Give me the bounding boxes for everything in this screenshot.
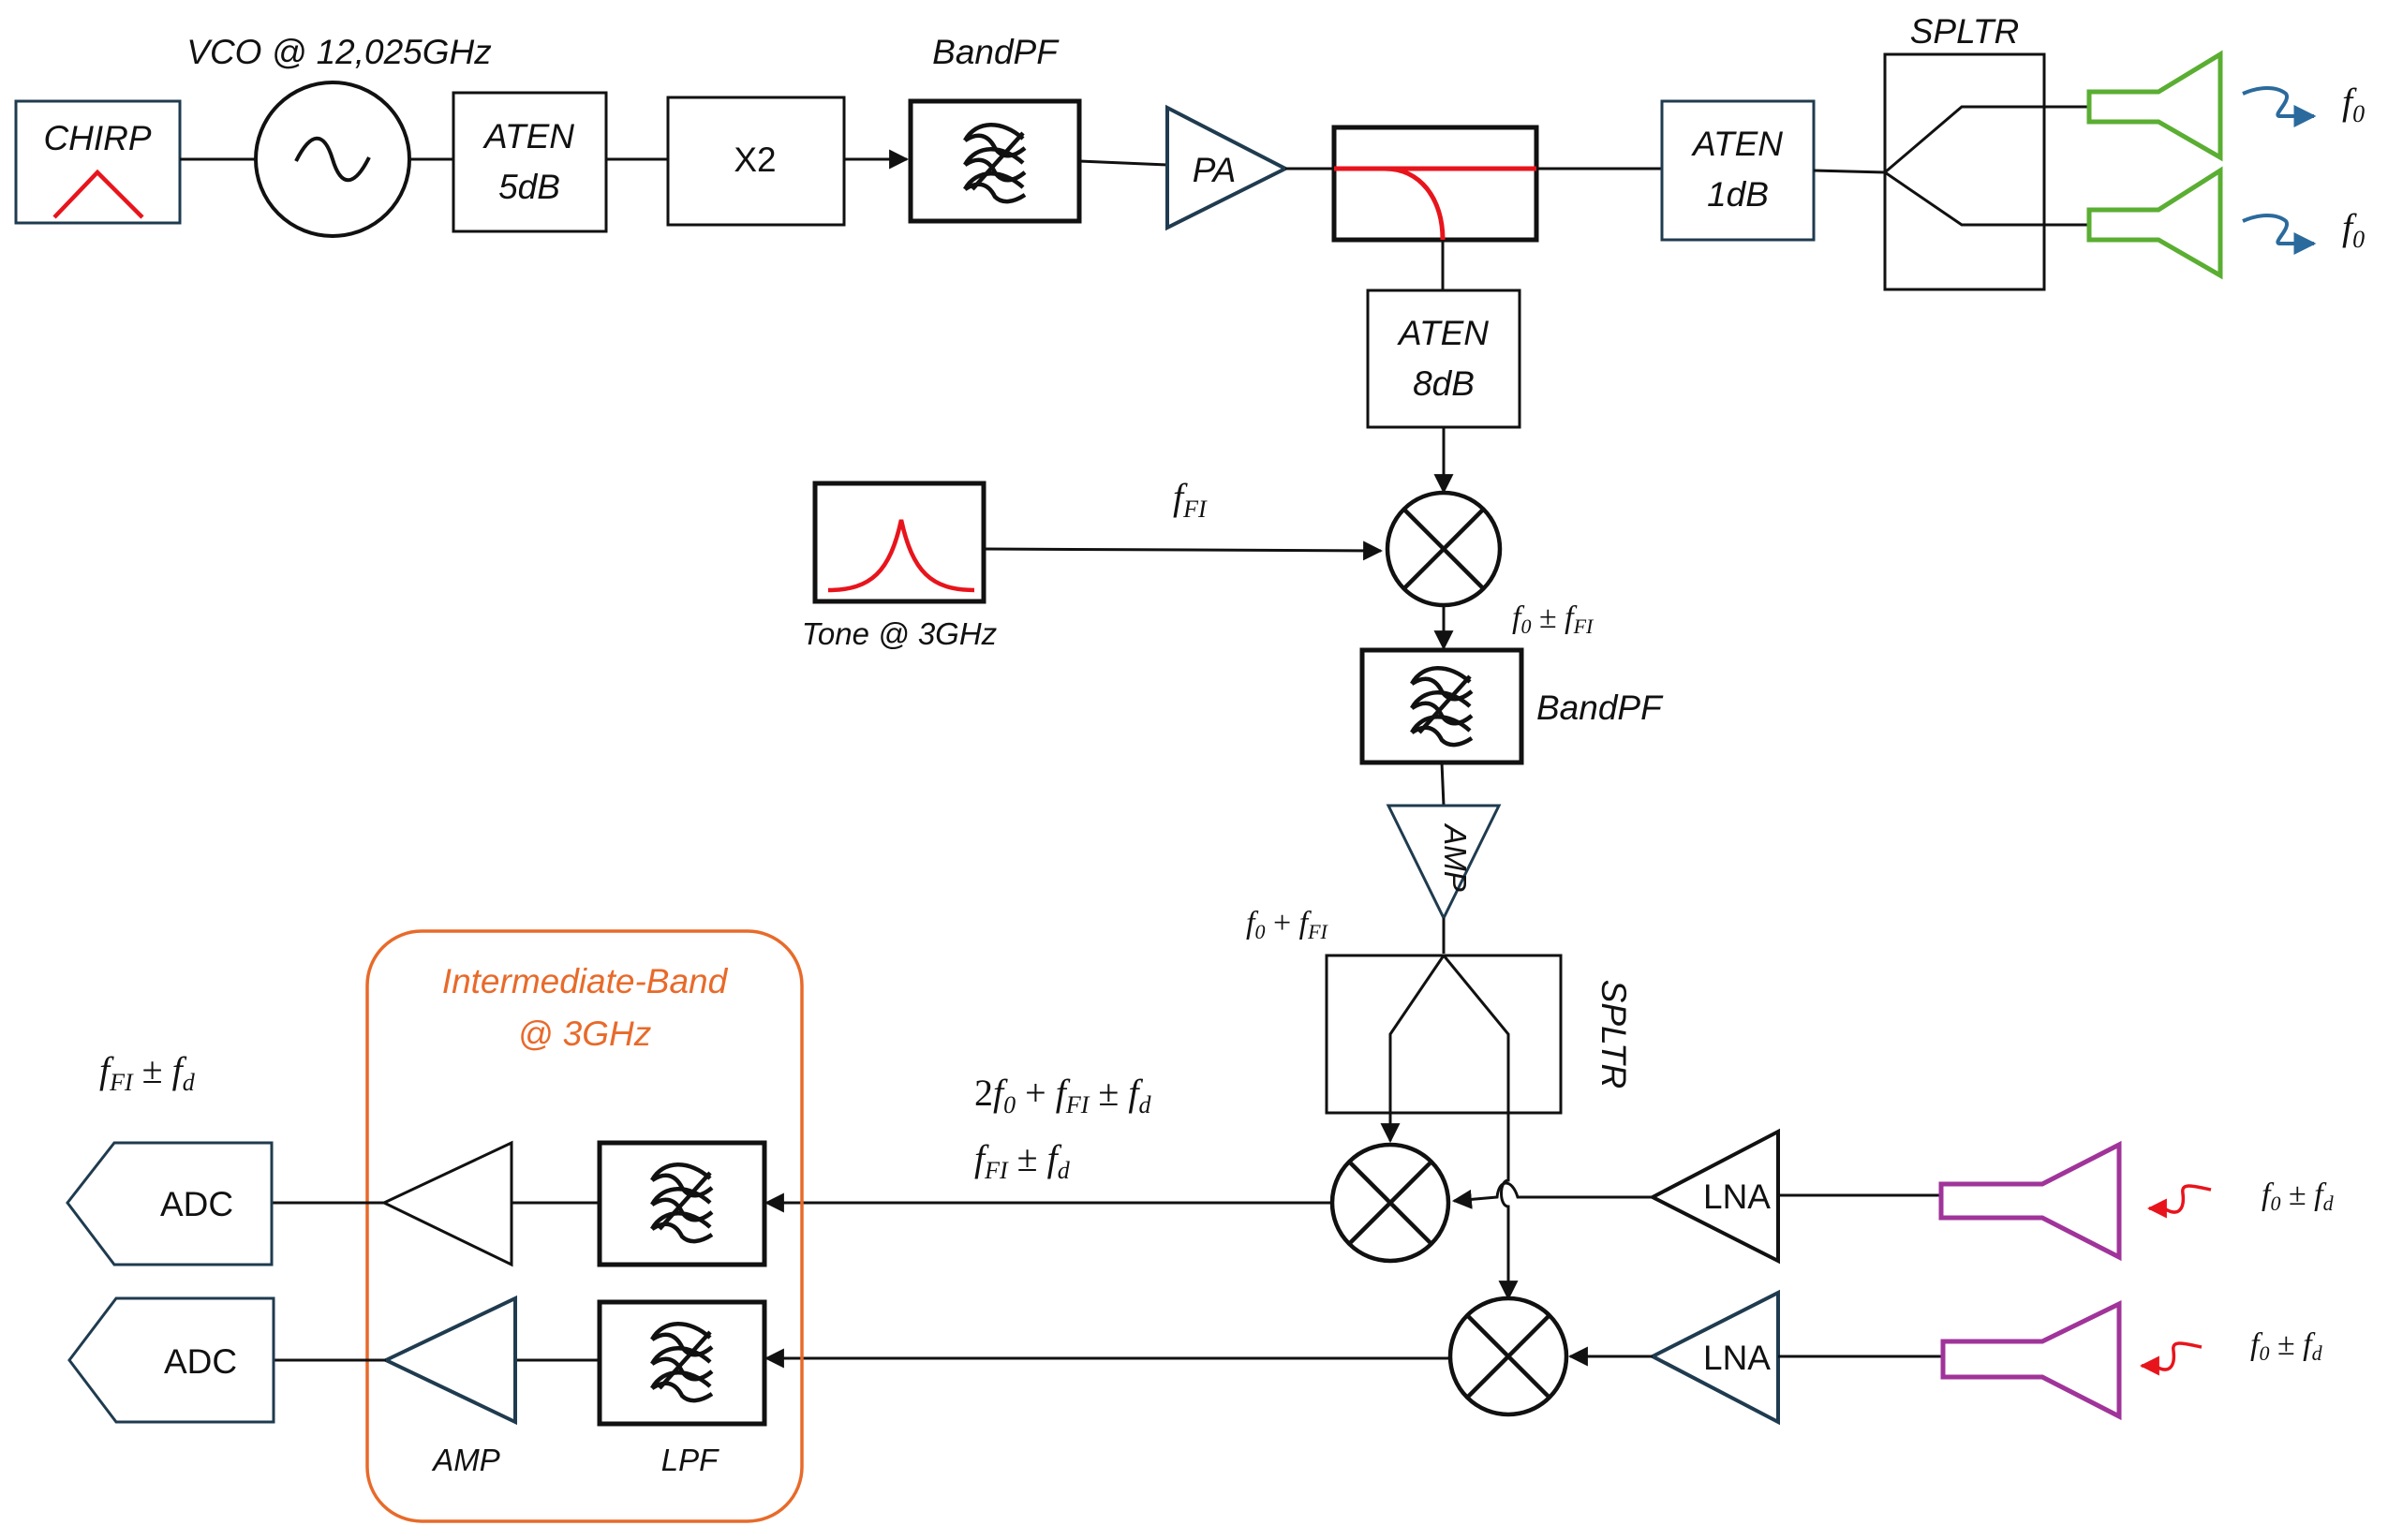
mixer-upconvert <box>1385 490 1503 608</box>
amp-mid-label: AMP <box>1438 822 1473 892</box>
mix-products-1-label: 2f0 + fFI ± fd <box>974 1072 1151 1118</box>
tone-trace <box>827 519 975 593</box>
bandpf-top-label: BandPF <box>932 33 1060 71</box>
aten-1db-label-1: ATEN <box>1691 125 1783 163</box>
vco-label: VCO @ 12,025GHz <box>186 33 491 71</box>
chirp-generator: CHIRP <box>14 99 182 225</box>
intermediate-band-group: Intermediate-Band @ 3GHz <box>365 929 804 1523</box>
tone-freq-label: fFI <box>1173 476 1208 523</box>
if-band-label-2: @ 3GHz <box>518 1014 651 1053</box>
chirp-label: CHIRP <box>43 119 151 157</box>
adc-in-label: fFI ± fd <box>99 1049 196 1096</box>
amplifier-rx-1 <box>380 1140 513 1267</box>
rx-in-1-label: f0 ± fd <box>2262 1177 2335 1215</box>
aten-8db-label-2: 8dB <box>1413 364 1475 403</box>
aten-5db-label-1: ATEN <box>482 117 574 155</box>
mix-products-2-label: fFI ± fd <box>974 1137 1071 1184</box>
lna-2-label: LNA <box>1703 1339 1771 1377</box>
adc-2-label: ADC <box>164 1342 237 1381</box>
amplifier-rx-2: AMP <box>381 1295 517 1477</box>
lpf-label: LPF <box>661 1443 719 1477</box>
attenuator-1db: ATEN 1dB <box>1660 99 1816 242</box>
frequency-doubler: X2 <box>666 96 846 227</box>
adc-2: ADC <box>67 1296 275 1424</box>
rx-in-2-label: f0 ± fd <box>2250 1327 2323 1365</box>
amplifier-mid: AMP <box>1386 804 1502 922</box>
rx-antenna-2: f0 ± fd <box>1940 1299 2323 1421</box>
bandpass-filter-top: BandPF <box>908 33 1082 224</box>
vco: VCO @ 12,025GHz <box>186 33 492 238</box>
splitter-tx: SPLTR <box>1883 12 2089 291</box>
aten-5db-label-2: 5dB <box>498 168 560 206</box>
attenuator-5db: ATEN 5dB <box>452 91 608 233</box>
adc-1: ADC <box>66 1141 274 1266</box>
tx-antenna-1: f0 <box>2086 50 2365 162</box>
lna-1-label: LNA <box>1703 1177 1771 1216</box>
lna-1: LNA <box>1648 1128 1780 1265</box>
amp-bottom-label: AMP <box>431 1443 500 1477</box>
amp-out-label: f0 + fFI <box>1246 906 1329 943</box>
aten-8db-label-1: ATEN <box>1397 314 1489 352</box>
lna-2: LNA <box>1648 1289 1780 1426</box>
lowpass-filter-rx-2: LPF <box>597 1299 767 1477</box>
tx-out-1-label: f0 <box>2342 81 2365 127</box>
sine-icon <box>294 136 371 183</box>
mixer-rx-2 <box>1447 1296 1569 1417</box>
x2-label: X2 <box>734 141 776 179</box>
power-amplifier: PA <box>1165 104 1290 231</box>
mixer-rx-1 <box>1329 1142 1451 1264</box>
if-band-label-1: Intermediate-Band <box>442 962 729 1000</box>
tone-generator: Tone @ 3GHz <box>802 481 998 651</box>
bandpass-filter-rx-1 <box>597 1140 767 1267</box>
splitter-lo-label: SPLTR <box>1594 980 1633 1089</box>
bandpf-mid-label: BandPF <box>1536 689 1664 727</box>
tx-antenna-2: f0 <box>2086 166 2365 280</box>
tx-out-2-label: f0 <box>2342 206 2365 253</box>
directional-coupler <box>1331 125 1539 243</box>
splitter-lo: SPLTR <box>1325 954 1633 1301</box>
chirp-trace <box>52 169 144 219</box>
splitter-tx-label: SPLTR <box>1910 12 2020 51</box>
attenuator-8db: ATEN 8dB <box>1366 289 1521 429</box>
bandpass-filter-mid: BandPF <box>1359 647 1664 765</box>
pa-label: PA <box>1193 151 1237 189</box>
adc-1-label: ADC <box>160 1185 233 1223</box>
aten-1db-label-2: 1dB <box>1707 175 1769 214</box>
rx-antenna-1: f0 ± fd <box>1938 1140 2335 1262</box>
mixer-out-label: f0 ± fFI <box>1512 600 1594 638</box>
tone-label: Tone @ 3GHz <box>802 616 998 651</box>
